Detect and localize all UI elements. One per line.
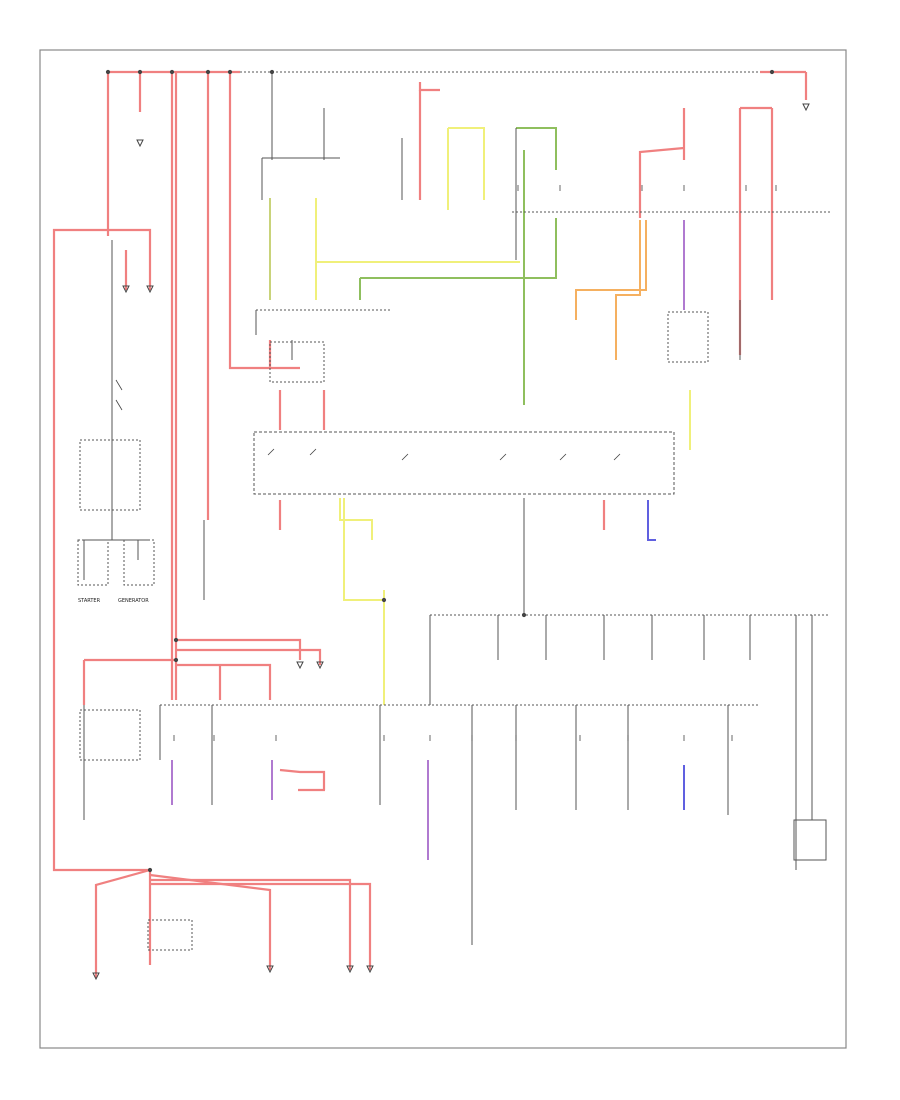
gray-wires — [83, 71, 830, 945]
yellow-wires — [315, 127, 691, 705]
purple-wires — [171, 220, 685, 860]
right-module-box — [793, 819, 827, 861]
rear-fuse-box — [147, 919, 193, 951]
diagram-frame — [39, 49, 847, 1049]
load-reduction-relay-box — [667, 311, 709, 363]
generator-box — [123, 539, 155, 586]
red-wires — [52, 70, 808, 978]
connector-symbols — [92, 69, 810, 981]
green-wires — [269, 127, 557, 405]
fuse-relay-panel — [253, 431, 675, 495]
generator-label: GENERATOR — [118, 598, 149, 604]
starter-label: STARTER — [78, 598, 101, 604]
fuse-block-left — [79, 709, 141, 761]
component-boxes — [77, 311, 827, 951]
blue-wires — [647, 500, 685, 810]
ignition-switch-box — [79, 439, 141, 511]
ignition-relay-box — [269, 341, 325, 383]
orange-wires — [575, 220, 647, 360]
fuse-glyphs — [115, 185, 777, 741]
starter-box — [77, 539, 109, 586]
